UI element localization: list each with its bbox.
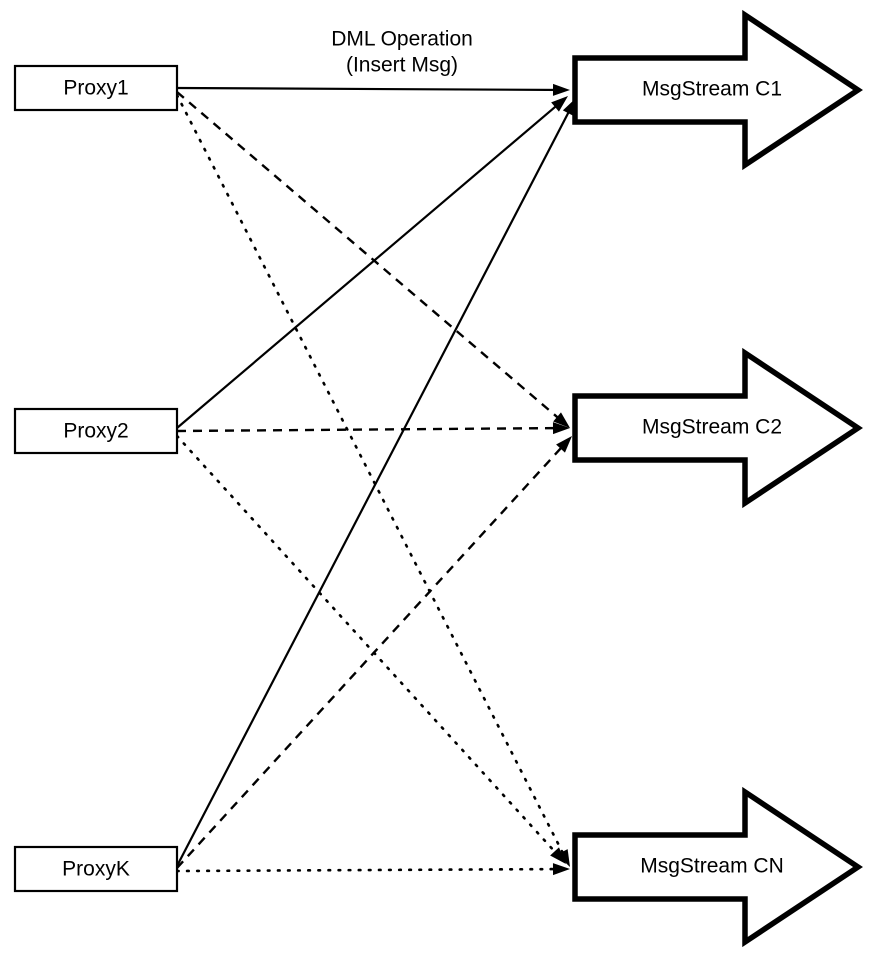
stream_c1-block-arrow-icon (572, 9, 863, 171)
stream_c1-group: MsgStream C1 (572, 9, 863, 171)
annotation-line-2: (Insert Msg) (346, 54, 458, 77)
proxyk-label: ProxyK (62, 858, 130, 881)
edge-proxyk-c2-arrowhead (556, 436, 572, 453)
proxy1-label: Proxy1 (63, 77, 128, 100)
edge-arrowheads-layer (550, 83, 576, 876)
proxy2-group: Proxy2 (13, 407, 179, 455)
proxy1-group: Proxy1 (13, 64, 179, 112)
edge-annotation-group: DML Operation (Insert Msg) (331, 28, 473, 77)
streams-layer: MsgStream C1 MsgStream C2 MsgStream CN (572, 9, 863, 948)
proxyk-group: ProxyK (13, 845, 179, 893)
edge-proxy1-c2-arrowhead (553, 412, 570, 428)
edge-proxy2-cn-arrowhead (550, 847, 566, 864)
proxy1-box (13, 64, 179, 112)
edge-proxy2-c1 (176, 97, 566, 429)
edge-proxyk-c1 (176, 101, 576, 867)
stream_cn-block-arrow-icon (572, 786, 863, 948)
edge-proxy2-c2-arrowhead (552, 422, 570, 435)
proxy2-box (13, 407, 179, 455)
edge-proxyk-cn (175, 867, 568, 873)
edges-layer (175, 86, 576, 873)
proxyk-box (13, 845, 179, 893)
stream_c2-group: MsgStream C2 (572, 347, 863, 509)
stream_c1-label: MsgStream C1 (642, 78, 782, 101)
stream_c2-label: MsgStream C2 (642, 416, 782, 439)
proxy2-label: Proxy2 (63, 420, 128, 443)
edge-proxy1-c2 (176, 91, 568, 427)
edge-proxy1-c1-arrowhead (552, 83, 570, 96)
stream_c2-block-arrow-icon (572, 347, 863, 509)
edge-proxyk-cn-arrowhead (552, 863, 570, 876)
stream_cn-group: MsgStream CN (572, 786, 863, 948)
edge-proxyk-c2 (176, 438, 571, 869)
edge-proxy1-c1 (176, 86, 567, 92)
annotation-line-1: DML Operation (331, 28, 473, 51)
edge-proxy2-c2 (176, 426, 567, 433)
stream_cn-label: MsgStream CN (640, 855, 784, 878)
edge-proxy2-cn (175, 434, 565, 863)
edge-proxy2-c1-arrowhead (551, 96, 568, 112)
edge-proxy1-cn (175, 93, 570, 865)
